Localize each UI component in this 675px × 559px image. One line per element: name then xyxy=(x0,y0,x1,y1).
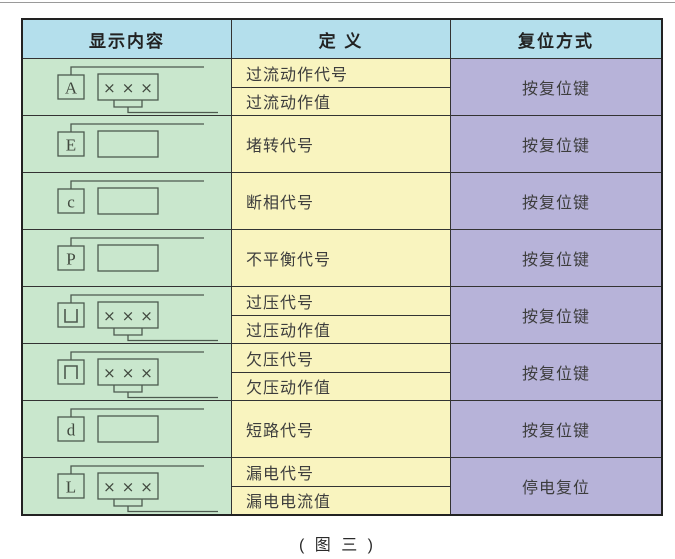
column-header-display-content: 显示内容 xyxy=(23,20,232,58)
definition-cell: 断相代号 xyxy=(232,173,451,229)
display-code-diagram: c xyxy=(57,180,204,215)
table-row: L×××漏电代号漏电电流值停电复位 xyxy=(23,458,661,514)
definition-item: 断相代号 xyxy=(246,195,315,212)
display-code-letter: E xyxy=(66,136,76,155)
display-code-letter: d xyxy=(67,421,76,440)
table-row: E 堵转代号 按复位键 xyxy=(23,116,661,173)
table-row: A×××过流动作代号过流动作值按复位键 xyxy=(23,59,661,116)
display-content-cell: ××× xyxy=(23,287,232,343)
display-code-letter: c xyxy=(67,193,75,212)
definition-cell: 不平衡代号 xyxy=(232,230,451,286)
display-value-placeholder: ××× xyxy=(103,79,159,97)
display-code-diagram: E xyxy=(57,123,204,158)
display-content-cell: A ××× xyxy=(23,59,232,115)
display-content-cell: d xyxy=(23,401,232,457)
display-code-diagram: ××× xyxy=(57,351,218,399)
definition-item: 过流动作代号 xyxy=(232,59,450,88)
reset-method-cell: 按复位键 xyxy=(451,401,661,457)
reset-method-cell: 按复位键 xyxy=(451,116,661,172)
column-header-definition: 定 义 xyxy=(232,20,451,58)
definition-item: 漏电电流值 xyxy=(246,494,332,512)
reset-method-cell: 按复位键 xyxy=(451,173,661,229)
page-top-rule xyxy=(0,2,675,3)
definition-cell: 短路代号 xyxy=(232,401,451,457)
table-row: ×××过压代号过压动作值按复位键 xyxy=(23,287,661,344)
definition-cell: 漏电代号漏电电流值 xyxy=(232,458,451,514)
reset-method-cell: 按复位键 xyxy=(451,344,661,400)
definition-item: 过流动作值 xyxy=(246,95,332,113)
reset-method-cell: 停电复位 xyxy=(451,458,661,514)
display-code-letter: L xyxy=(66,478,76,497)
figure-caption: ( 图 三 ) xyxy=(299,537,376,554)
definition-item: 欠压代号 xyxy=(232,344,450,373)
display-code-diagram: ××× xyxy=(57,294,218,342)
definition-cell: 堵转代号 xyxy=(232,116,451,172)
definition-item: 堵转代号 xyxy=(246,138,315,155)
display-code-diagram: P xyxy=(57,237,204,272)
reset-method-cell: 按复位键 xyxy=(451,287,661,343)
definition-item: 欠压动作值 xyxy=(246,380,332,398)
display-value-placeholder: ××× xyxy=(103,364,159,382)
column-header-reset-method: 复位方式 xyxy=(518,31,594,51)
definition-item: 不平衡代号 xyxy=(246,252,332,269)
definition-item: 过压动作值 xyxy=(246,323,332,341)
display-value-placeholder: ××× xyxy=(103,478,159,496)
display-content-cell: c xyxy=(23,173,232,229)
display-code-diagram: L ××× xyxy=(57,465,218,513)
display-content-cell: P xyxy=(23,230,232,286)
display-content-cell: ××× xyxy=(23,344,232,400)
definition-item: 漏电代号 xyxy=(232,458,450,487)
display-code-letter: A xyxy=(65,79,78,98)
table-row: ×××欠压代号欠压动作值按复位键 xyxy=(23,344,661,401)
reset-method-cell: 按复位键 xyxy=(451,59,661,115)
table-row: c 断相代号 按复位键 xyxy=(23,173,661,230)
table-row: d 短路代号 按复位键 xyxy=(23,401,661,458)
reset-method-cell: 按复位键 xyxy=(451,230,661,286)
display-code-diagram: A ××× xyxy=(57,66,218,114)
table-row: P 不平衡代号 按复位键 xyxy=(23,230,661,287)
display-code-diagram: d xyxy=(57,408,204,443)
definition-item: 短路代号 xyxy=(246,423,315,440)
definition-cell: 欠压代号欠压动作值 xyxy=(232,344,451,400)
display-content-cell: L ××× xyxy=(23,458,232,514)
display-code-letter: P xyxy=(66,250,75,269)
definition-item: 过压代号 xyxy=(232,287,450,316)
display-value-placeholder: ××× xyxy=(103,307,159,325)
table-header-row: 显示内容 定 义 复位方式 xyxy=(23,20,661,59)
display-content-cell: E xyxy=(23,116,232,172)
definition-cell: 过压代号过压动作值 xyxy=(232,287,451,343)
definition-cell: 过流动作代号过流动作值 xyxy=(232,59,451,115)
